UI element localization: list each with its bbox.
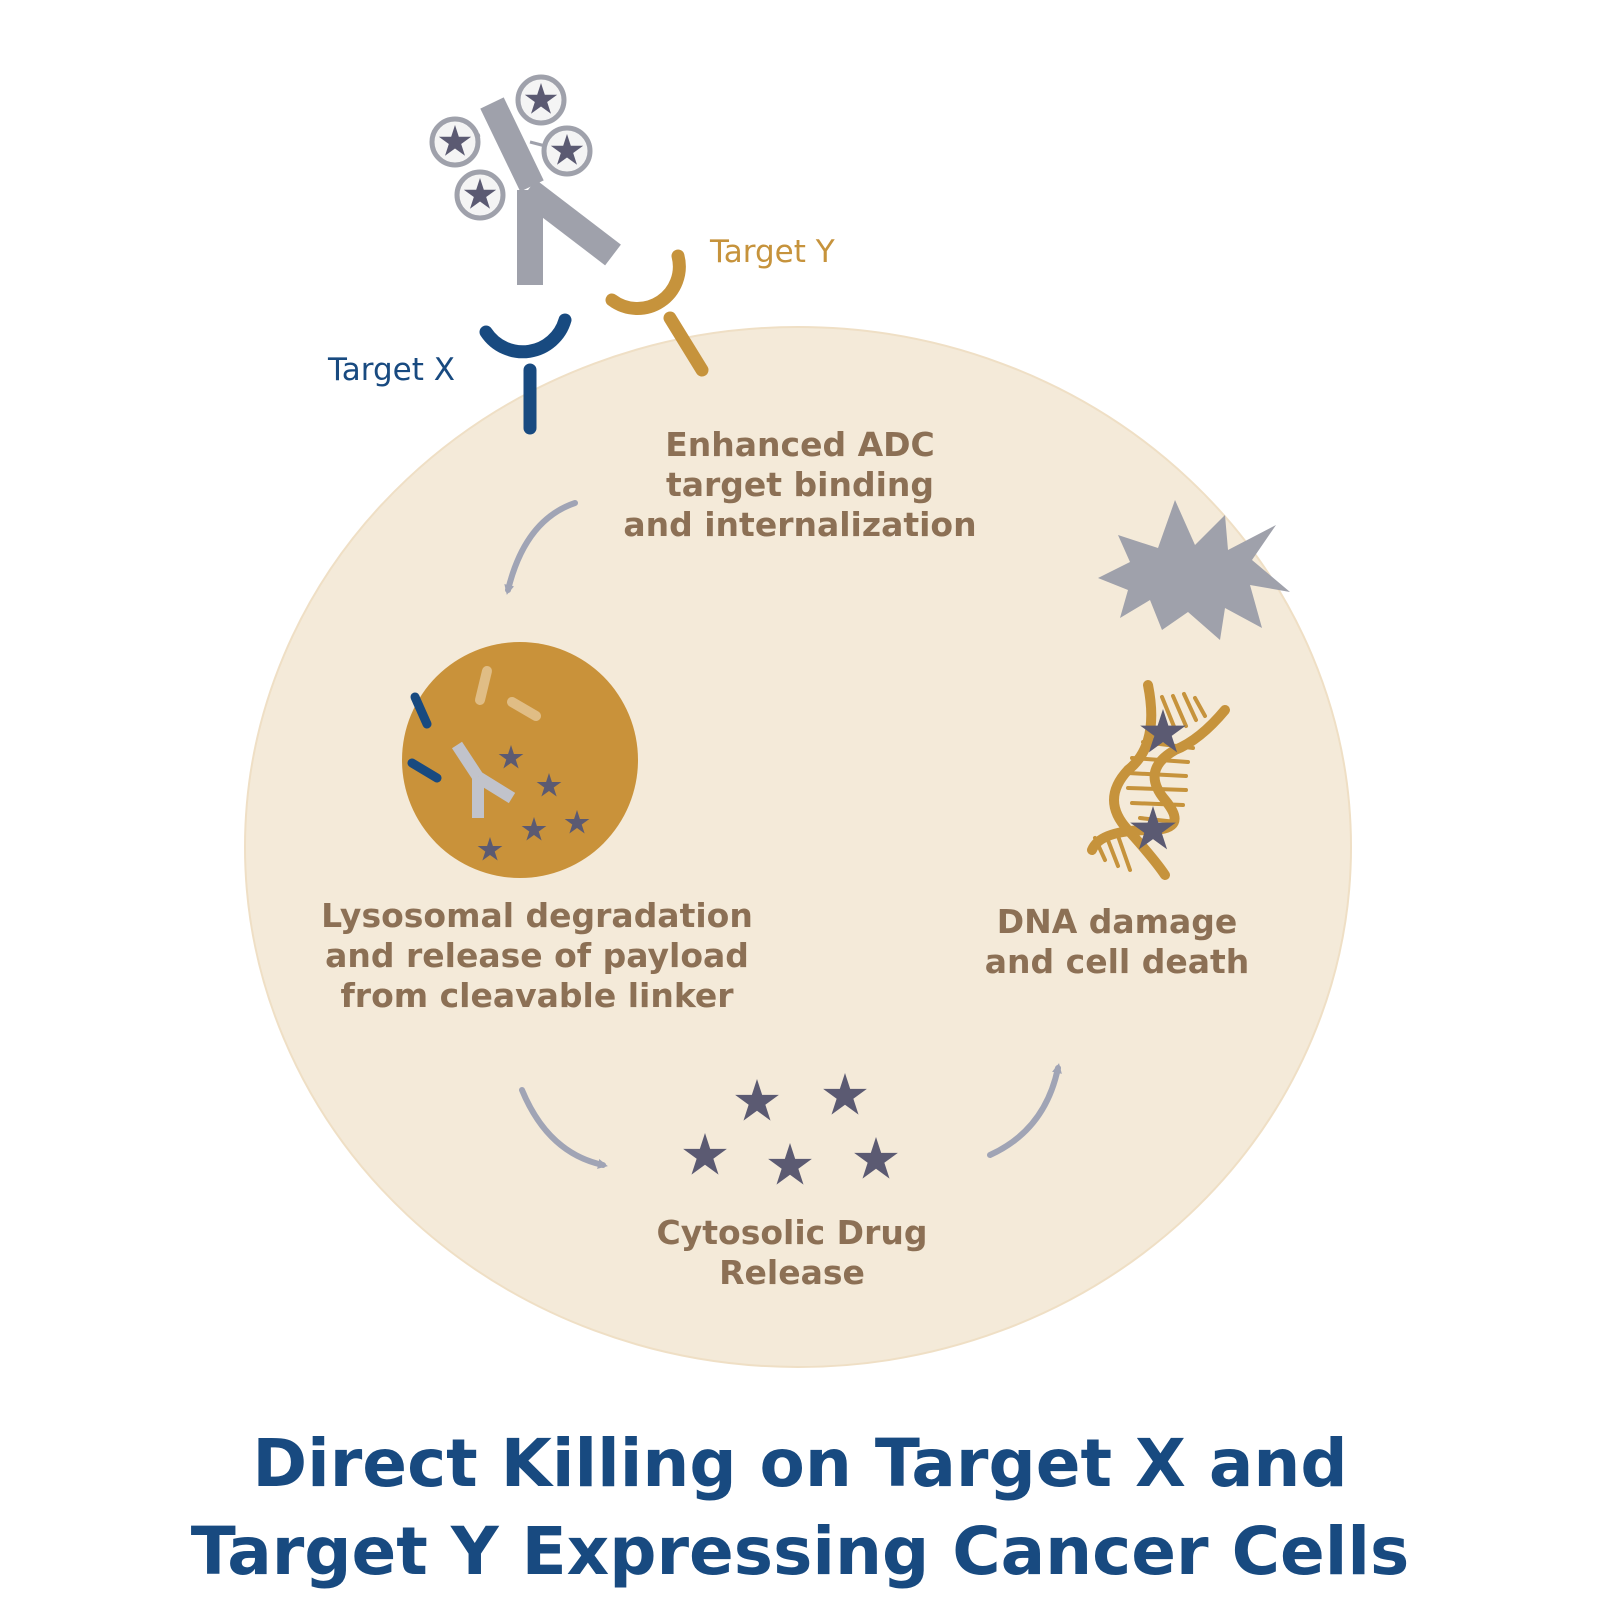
cycle-arrow-icon <box>504 500 578 595</box>
svg-text:from cleavable linker: from cleavable linker <box>340 976 734 1015</box>
svg-text:and cell death: and cell death <box>985 942 1249 981</box>
lysosome-icon <box>402 642 638 878</box>
svg-text:and release of payload: and release of payload <box>325 936 749 975</box>
svg-text:DNA damage: DNA damage <box>997 902 1238 941</box>
target-y-receptor-icon <box>605 249 709 377</box>
payload-conjugate-icon <box>515 74 567 126</box>
payload-conjugate-icon <box>541 125 593 177</box>
target-y-label: Target Y <box>709 234 835 270</box>
cytosolic-label: Cytosolic Drug Release <box>657 1213 928 1292</box>
payload-conjugate-icon <box>429 116 481 168</box>
svg-text:and internalization: and internalization <box>623 505 976 544</box>
binding-label: Enhanced ADC target binding and internal… <box>623 425 976 544</box>
cell-burst-icon <box>1098 500 1290 640</box>
svg-text:Lysosomal degradation: Lysosomal degradation <box>321 896 753 935</box>
svg-text:Release: Release <box>719 1253 865 1292</box>
lysosomal-label: Lysosomal degradation and release of pay… <box>321 896 753 1015</box>
dna-label: DNA damage and cell death <box>985 902 1249 981</box>
target-x-receptor-icon <box>479 313 572 435</box>
cancer-cell <box>244 326 1352 1368</box>
degraded-antibody-icon <box>451 741 516 818</box>
page-title-line-2: Target Y Expressing Cancer Cells <box>190 1513 1410 1590</box>
adc-payload-group <box>429 74 593 221</box>
dna-helix-icon <box>1087 680 1230 880</box>
cycle-arrow-icon <box>987 1063 1062 1158</box>
target-x-label: Target X <box>327 352 455 388</box>
svg-text:Cytosolic Drug: Cytosolic Drug <box>657 1213 928 1252</box>
antibody-icon <box>454 97 621 285</box>
page-title-line-1: Direct Killing on Target X and <box>252 1425 1348 1502</box>
cycle-arrow-icon <box>519 1087 608 1169</box>
svg-text:Enhanced ADC: Enhanced ADC <box>665 425 935 464</box>
svg-text:target binding: target binding <box>666 465 934 504</box>
payload-conjugate-icon <box>454 169 506 221</box>
